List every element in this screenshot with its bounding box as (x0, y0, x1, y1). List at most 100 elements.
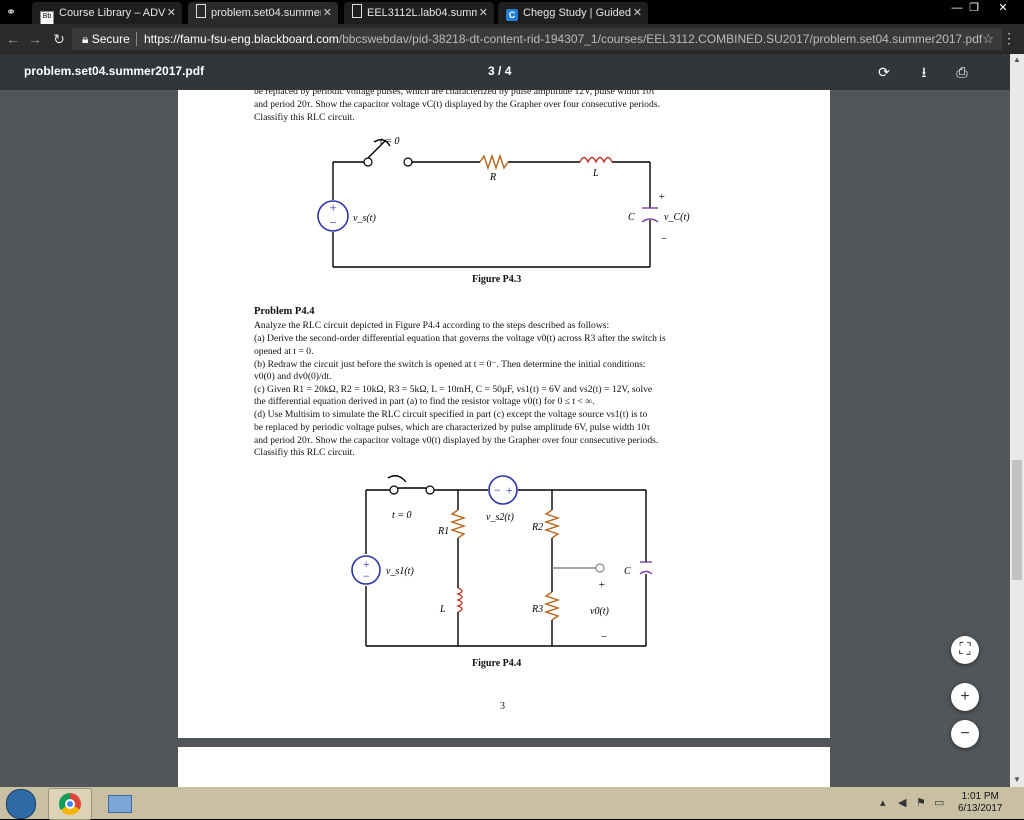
volume-icon[interactable]: ◀ (898, 797, 907, 809)
back-arrow-icon[interactable]: ← (6, 31, 20, 47)
text-line: (c) Given R1 = 20kΩ, R2 = 10kΩ, R3 = 5kΩ… (254, 384, 653, 395)
text-line: Classifiy this RLC circuit. (254, 447, 355, 458)
text-line: and period 20τ. Show the capacitor volta… (254, 435, 659, 446)
figure-p4-4-circuit: + − − + t = 0 R1 R2 R3 L C v_s1(t) v_s2(… (351, 475, 653, 647)
flag-icon[interactable]: ⚑ (916, 797, 926, 809)
text-line: Classifiy this RLC circuit. (254, 112, 355, 123)
pdf-page-next (178, 747, 830, 787)
download-icon[interactable]: ⭳ (921, 64, 927, 80)
label-v0: v0(t) (590, 606, 610, 617)
svg-text:+: + (362, 557, 370, 571)
page-total: 4 (504, 64, 512, 78)
label-R: R (489, 172, 496, 183)
windows-start-icon[interactable] (6, 789, 36, 819)
taskbar: ▴ ◀ ⚑ ▭ 1:01 PM 6/13/2017 (0, 787, 1024, 820)
text-line: (a) Derive the second-order differential… (254, 333, 666, 344)
text-line: opened at t = 0. (254, 346, 314, 357)
menu-dots-icon[interactable]: ⋮ (1002, 30, 1016, 46)
text-line: and period 20τ. Show the capacitor volta… (254, 99, 660, 110)
figure-caption: Figure P4.3 (472, 274, 522, 285)
tab-problem-set[interactable]: problem.set04.summer20 ✕ (188, 2, 338, 24)
clock-time: 1:01 PM (961, 791, 999, 802)
label-R1: R1 (437, 526, 449, 537)
text-line: v0(0) and dv0(0)/dt. (254, 371, 332, 382)
fit-page-icon[interactable]: ⛶ (951, 636, 979, 664)
page-current-input[interactable]: 3 (488, 64, 495, 78)
label-t0: t = 0 (392, 510, 412, 521)
svg-text:−: − (329, 215, 338, 230)
pdf-page: be replaced by periodic voltage pulses, … (178, 90, 830, 738)
forward-arrow-icon[interactable]: → (28, 31, 42, 47)
zoom-out-button[interactable]: − (951, 720, 979, 748)
label-vs1: v_s1(t) (386, 566, 414, 577)
label-C: C (628, 212, 635, 223)
pdf-toolbar: problem.set04.summer2017.pdf 3 / 4 ⟳ ⭳ ⎙ (0, 54, 1024, 90)
label-L: L (439, 604, 446, 615)
label-vs: v_s(t) (353, 213, 376, 224)
text-line: be replaced by periodic voltage pulses, … (254, 90, 655, 97)
reload-icon[interactable]: ↻ (53, 31, 65, 47)
close-window-button[interactable]: ✕ (998, 2, 1008, 14)
zoom-in-button[interactable]: + (951, 683, 979, 711)
scrollbar-thumb[interactable] (1012, 460, 1022, 580)
scroll-up-arrow-icon[interactable]: ▲ (1013, 55, 1021, 64)
print-icon[interactable]: ⎙ (956, 64, 968, 80)
pdf-viewer[interactable]: be replaced by periodic voltage pulses, … (0, 90, 1010, 787)
figure-caption: Figure P4.4 (472, 658, 522, 669)
label-vs2: v_s2(t) (486, 512, 514, 523)
page-indicator: 3 / 4 (488, 64, 512, 78)
page-icon (196, 4, 206, 18)
svg-text:+: + (505, 483, 513, 497)
network-icon[interactable]: ▭ (934, 797, 945, 809)
svg-text:+: + (329, 200, 338, 215)
pdf-title: problem.set04.summer2017.pdf (24, 64, 205, 78)
scrollbar[interactable] (1010, 54, 1024, 787)
minimize-button[interactable]: — (951, 2, 963, 14)
chegg-icon: C (506, 9, 518, 21)
lock-icon: 🔒︎ (82, 32, 89, 46)
close-icon[interactable]: ✕ (632, 7, 642, 19)
label-R3: R3 (531, 604, 543, 615)
url-field[interactable]: 🔒︎ Secure https://famu-fsu-eng.blackboar… (72, 28, 1002, 50)
svg-text:−: − (362, 569, 370, 583)
text-line: Analyze the RLC circuit depicted in Figu… (254, 320, 610, 331)
rotate-icon[interactable]: ⟳ (878, 64, 890, 80)
star-icon[interactable]: ☆ (982, 31, 994, 46)
page-number: 3 (500, 701, 505, 712)
svg-text:−: − (493, 483, 501, 497)
chrome-taskbar-icon[interactable] (48, 788, 92, 820)
label-t0: t = 0 (380, 136, 400, 147)
file-explorer-icon[interactable] (98, 788, 140, 818)
tab-lab04[interactable]: EEL3112L.lab04.summer2 ✕ (344, 2, 494, 24)
text-line: (b) Redraw the circuit just before the s… (254, 359, 646, 370)
label-minus: − (600, 631, 607, 643)
text-line: the differential equation derived in par… (254, 396, 595, 407)
scroll-down-arrow-icon[interactable]: ▼ (1013, 775, 1021, 784)
secure-label: Secure (91, 32, 130, 46)
url-path: /bbcswebdav/pid-38218-dt-content-rid-194… (338, 32, 983, 46)
label-C: C (624, 566, 631, 577)
tray-expand-icon[interactable]: ▴ (880, 797, 886, 809)
label-plus: + (658, 191, 665, 203)
label-vc: v_C(t) (664, 212, 690, 223)
incognito-icon: ⚭ (6, 5, 17, 19)
blackboard-icon: Bb (40, 11, 54, 24)
label-minus: − (660, 233, 667, 245)
system-clock[interactable]: 1:01 PM 6/13/2017 (958, 791, 1003, 815)
close-icon[interactable]: ✕ (478, 7, 488, 19)
figure-p4-3-circuit: + − v_s(t) t = 0 R L C v_C(t) + − (317, 136, 690, 268)
page-icon (352, 4, 362, 18)
url-host: https://famu-fsu-eng.blackboard.com (144, 32, 339, 46)
close-icon[interactable]: ✕ (166, 7, 176, 19)
text-line: be replaced by periodic voltage pulses, … (254, 422, 651, 433)
text-line: (d) Use Multisim to simulate the RLC cir… (254, 409, 648, 420)
close-icon[interactable]: ✕ (322, 7, 332, 19)
restore-button[interactable]: ❐ (969, 2, 979, 14)
label-R2: R2 (531, 522, 543, 533)
clock-date: 6/13/2017 (958, 803, 1003, 814)
problem-heading: Problem P4.4 (254, 306, 315, 317)
label-L: L (592, 168, 599, 179)
